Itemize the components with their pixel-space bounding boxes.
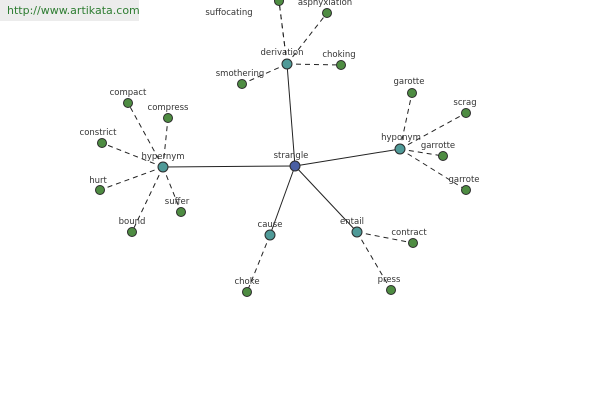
relation-node-hypernym[interactable] <box>157 161 169 173</box>
word-node-derivation-2[interactable] <box>336 60 346 70</box>
word-label-hypernym-2[interactable]: constrict <box>80 128 118 138</box>
edge-hypernym-word-2 <box>101 142 164 168</box>
edge-hyponym-word-0 <box>399 92 413 150</box>
word-node-hyponym-0[interactable] <box>407 88 417 98</box>
edge-entail-word-1 <box>356 231 392 291</box>
edge-hypernym-word-4 <box>131 166 164 233</box>
relation-node-derivation[interactable] <box>281 58 293 70</box>
word-label-hyponym-3[interactable]: garrote <box>448 175 479 185</box>
relation-node-cause[interactable] <box>264 229 276 241</box>
word-label-hypernym-0[interactable]: compact <box>110 88 147 98</box>
word-label-cause-0[interactable]: choke <box>234 277 259 287</box>
edge-hyponym-word-1 <box>399 112 467 150</box>
edge-derivation-word-1 <box>286 12 328 65</box>
edge-center-hypernym <box>162 165 296 168</box>
relation-label-hypernym[interactable]: hypernym <box>141 152 184 162</box>
word-label-entail-1[interactable]: press <box>378 275 401 285</box>
word-label-entail-0[interactable]: contract <box>391 228 427 238</box>
edge-derivation-word-4 <box>278 0 288 65</box>
relation-label-derivation[interactable]: derivation <box>260 48 303 58</box>
word-label-derivation-0[interactable]: asphyxiation <box>298 0 352 8</box>
center-node-strangle[interactable] <box>289 160 301 172</box>
edge-center-cause <box>269 165 296 236</box>
word-label-hypernym-3[interactable]: hurt <box>89 176 107 186</box>
edge-center-entail <box>294 165 358 233</box>
watermark-link[interactable]: http://www.artikata.com <box>0 0 140 21</box>
word-node-cause-0[interactable] <box>242 287 252 297</box>
word-node-hypernym-5[interactable] <box>176 207 186 217</box>
relation-node-hyponym[interactable] <box>394 143 406 155</box>
word-node-hypernym-3[interactable] <box>95 185 105 195</box>
word-node-hypernym-2[interactable] <box>97 138 107 148</box>
edge-hypernym-word-0 <box>127 102 164 168</box>
word-node-hypernym-1[interactable] <box>163 113 173 123</box>
edge-derivation-word-2 <box>286 63 342 66</box>
graph-edges <box>99 0 467 293</box>
relation-node-entail[interactable] <box>351 226 363 238</box>
word-label-hypernym-1[interactable]: compress <box>148 103 190 113</box>
word-label-derivation-1[interactable]: suffocating <box>205 8 252 18</box>
edge-hypernym-word-3 <box>99 166 164 191</box>
word-node-derivation-0[interactable] <box>274 0 284 6</box>
word-node-hyponym-3[interactable] <box>461 185 471 195</box>
word-node-derivation-1[interactable] <box>322 8 332 18</box>
edge-hypernym-word-5 <box>162 166 182 213</box>
word-node-derivation-3[interactable] <box>237 79 247 89</box>
word-label-hyponym-2[interactable]: garrotte <box>421 141 455 151</box>
relation-label-cause[interactable]: cause <box>258 220 283 230</box>
word-node-hyponym-1[interactable] <box>461 108 471 118</box>
word-label-derivation-3[interactable]: smothering <box>216 69 265 79</box>
word-node-hyponym-2[interactable] <box>438 151 448 161</box>
center-label-strangle[interactable]: strangle <box>274 151 309 161</box>
relation-label-entail[interactable]: entail <box>340 217 364 227</box>
word-node-entail-0[interactable] <box>408 238 418 248</box>
word-label-hyponym-0[interactable]: garotte <box>393 77 424 87</box>
word-node-hypernym-0[interactable] <box>123 98 133 108</box>
relation-label-hyponym[interactable]: hyponym <box>381 133 421 143</box>
word-label-derivation-2[interactable]: choking <box>322 50 355 60</box>
edge-cause-word-0 <box>246 234 271 293</box>
word-label-hypernym-4[interactable]: bound <box>119 217 146 227</box>
word-node-hypernym-4[interactable] <box>127 227 137 237</box>
edge-center-hyponym <box>294 148 401 167</box>
edge-hyponym-word-2 <box>399 148 444 157</box>
word-label-hyponym-1[interactable]: scrag <box>453 98 476 108</box>
word-label-hypernym-5[interactable]: suffer <box>165 197 190 207</box>
edge-center-derivation <box>286 63 296 167</box>
edge-entail-word-0 <box>356 231 414 244</box>
edge-hyponym-word-3 <box>399 148 467 191</box>
word-node-entail-1[interactable] <box>386 285 396 295</box>
graph-nodes: asphyxiation suffocating choking smothering… <box>80 0 480 297</box>
